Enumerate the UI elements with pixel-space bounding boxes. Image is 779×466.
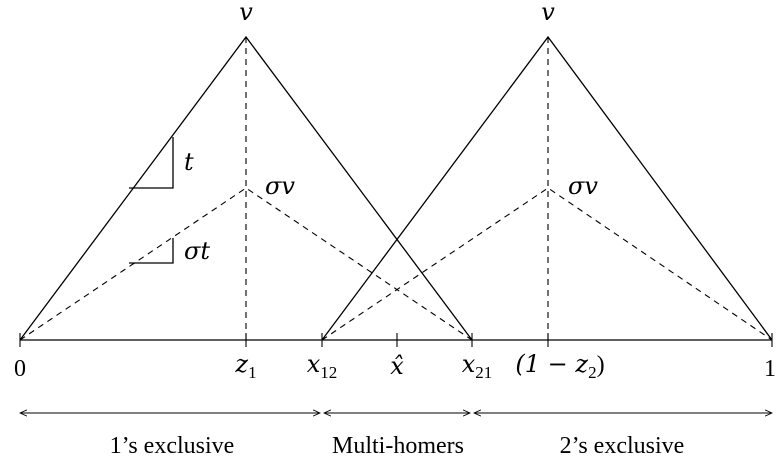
slope-label-sigma-t: σt	[184, 237, 210, 265]
lower-peak-label-left: σv	[265, 172, 295, 200]
tick-label-z1: z1	[234, 350, 256, 382]
region-label-left: 1’s exclusive	[110, 433, 235, 459]
peak-label-right: v	[541, 0, 555, 26]
peak-label-left: v	[239, 0, 253, 26]
tick-label-one: 1	[764, 356, 776, 382]
slope-triangle-t	[129, 137, 174, 189]
tick-label-x21: x21	[462, 350, 493, 382]
tick-label-zero: 0	[14, 356, 26, 382]
lower-peak-label-right: σv	[568, 172, 598, 200]
firm2-utility-dashed	[321, 187, 773, 341]
tick-label-xhat: x̂	[390, 352, 404, 380]
tick-label-x12: x12	[307, 350, 338, 382]
slope-label-t: t	[184, 148, 194, 176]
slope-triangle-sigma-t	[129, 238, 174, 264]
region-label-right: 2’s exclusive	[560, 433, 685, 459]
tick-label-one-minus-z2: (1 − z2)	[515, 350, 604, 382]
region-label-middle: Multi-homers	[332, 433, 464, 459]
